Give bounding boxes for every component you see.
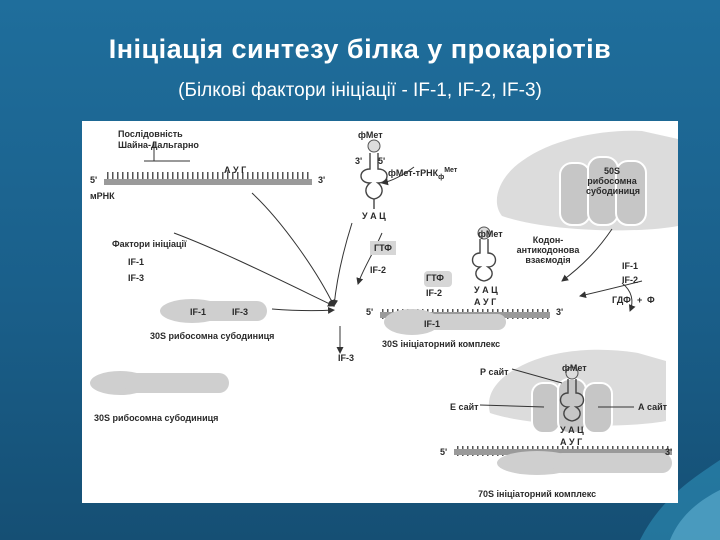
fmet-label-center: фМет bbox=[478, 229, 503, 239]
anticodon-center: У А Ц bbox=[474, 285, 498, 295]
s30-complex-label: 30S ініціаторний комплекс bbox=[382, 339, 501, 349]
gdf-label: ГДФ bbox=[612, 295, 631, 305]
codon-label-3: взаємодія bbox=[525, 255, 571, 265]
aug-codon-top: А У Г bbox=[224, 165, 247, 175]
mrna-five-prime-center: 5' bbox=[366, 307, 374, 317]
initiation-complex-70s bbox=[454, 349, 672, 475]
if2-center-label: IF-2 bbox=[370, 265, 387, 275]
gtf-label-1: ГТФ bbox=[370, 241, 396, 255]
s50-label-3: субодиниця bbox=[586, 186, 640, 196]
if1-on-30s: IF-1 bbox=[190, 307, 207, 317]
p-site-label: Р сайт bbox=[480, 367, 509, 377]
aug-codon-center: А У Г bbox=[474, 297, 497, 307]
phosphate-label: Ф bbox=[647, 295, 655, 305]
if3-released-label: IF-3 bbox=[338, 353, 355, 363]
assembly-arrows bbox=[173, 166, 643, 354]
slide-title: Ініціація синтезу білка у прокаріотів bbox=[108, 34, 612, 64]
fmet-trna-label: фМет-тРНКфМет bbox=[388, 167, 458, 181]
ribosome-30s-center bbox=[160, 299, 267, 323]
fmet-label-top: фМет bbox=[358, 130, 383, 140]
mrna-top bbox=[104, 143, 312, 185]
codon-label-2: антикодонова bbox=[516, 245, 580, 255]
initiation-complex-30s bbox=[380, 226, 550, 335]
gtf-label-2: ГТФ bbox=[426, 273, 444, 283]
mrna-three-prime-70s: 3' bbox=[665, 447, 673, 457]
mrna-five-prime-70s: 5' bbox=[440, 447, 448, 457]
a-site-label: А сайт bbox=[638, 402, 668, 412]
s50-label-2: рибосомна bbox=[587, 176, 637, 186]
s30-sub-label-bottom: 30S рибосомна субодиниця bbox=[94, 413, 219, 423]
shine-dalgarno-label-2: Шайна-Дальгарно bbox=[118, 140, 199, 150]
s70-complex-label: 70S ініціаторний комплекс bbox=[478, 489, 597, 499]
s30-sub-label-center: 30S рибосомна субодиниця bbox=[150, 331, 275, 341]
mrna-label: мРНК bbox=[90, 191, 115, 201]
if1-right-label: IF-1 bbox=[622, 261, 639, 271]
codon-label-1: Кодон- bbox=[532, 235, 564, 245]
if2-complex-label: IF-2 bbox=[426, 288, 443, 298]
anticodon-top: У А Ц bbox=[362, 211, 386, 221]
trna-three-prime: 3' bbox=[355, 156, 363, 166]
shine-dalgarno-label-1: Послідовність bbox=[118, 129, 183, 139]
mrna-three-prime-top: 3' bbox=[318, 175, 326, 185]
if3-left-label: IF-3 bbox=[128, 273, 145, 283]
ribosome-30s-bottom bbox=[90, 371, 229, 395]
plus-sign: + bbox=[637, 295, 643, 305]
s50-label-1: 50S bbox=[603, 166, 620, 176]
corner-decoration bbox=[640, 460, 720, 540]
mrna-five-prime-top: 5' bbox=[90, 175, 98, 185]
fmet-trna-top bbox=[360, 139, 388, 209]
slide-subtitle: (Білкові фактори ініціації - IF-1, IF-2,… bbox=[178, 80, 542, 101]
trna-five-prime: 5' bbox=[378, 156, 386, 166]
fmet-label-70s: фМет bbox=[562, 363, 587, 373]
aug-codon-70s: А У Г bbox=[560, 437, 583, 447]
if1-left-label: IF-1 bbox=[128, 257, 145, 267]
e-site-label: Е сайт bbox=[450, 402, 479, 412]
diagram-graphics bbox=[90, 130, 678, 475]
if1-in-complex: IF-1 bbox=[424, 319, 441, 329]
mrna-three-prime-center: 3' bbox=[556, 307, 564, 317]
diagram-panel: Послідовність Шайна-Дальгарно 5' мРНК А … bbox=[82, 121, 678, 503]
anticodon-70s: У А Ц bbox=[560, 425, 584, 435]
if3-on-30s: IF-3 bbox=[232, 307, 249, 317]
ribosome-50s-top bbox=[496, 130, 678, 231]
if2-right-label: IF-2 bbox=[622, 275, 639, 285]
init-factors-label: Фактори ініціації bbox=[112, 239, 187, 249]
